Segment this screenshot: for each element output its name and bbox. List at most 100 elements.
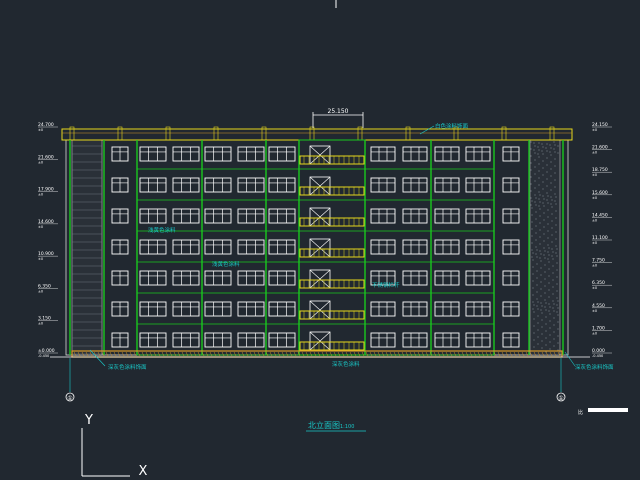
right-bay-texture-dot: [535, 211, 537, 213]
right-elevation-sub: -0.450: [592, 354, 603, 358]
window-left-block: [268, 332, 296, 348]
right-bay-texture-dot: [538, 198, 540, 200]
plinth-hatch: [245, 351, 249, 357]
right-bay-texture-dot: [539, 236, 541, 238]
right-bay-texture-dot: [533, 339, 535, 341]
right-bay-texture-dot: [556, 255, 558, 257]
plinth-hatch: [377, 351, 381, 357]
right-bay-texture-dot: [532, 301, 534, 303]
window-right-block: [465, 239, 491, 255]
right-bay-texture-dot: [548, 268, 550, 270]
right-bay-texture-dot: [552, 300, 554, 302]
plinth-hatch: [89, 351, 93, 357]
plinth-hatch: [161, 351, 165, 357]
window-left-block: [204, 177, 232, 193]
axis-bubble-left[interactable]: [65, 392, 75, 402]
plinth-hatch: [437, 351, 441, 357]
plinth-hatch: [277, 351, 281, 357]
plinth-hatch: [77, 351, 81, 357]
stair-balcony-rail: [299, 279, 365, 289]
right-bay-texture-dot: [538, 170, 540, 172]
axis-bubble-right[interactable]: [556, 392, 566, 402]
window-right-block: [465, 301, 491, 317]
right-bay-texture-dot: [548, 254, 550, 256]
right-bay-texture-dot: [537, 146, 539, 148]
right-bay-texture-dot: [550, 147, 552, 149]
right-bay-texture-dot: [536, 256, 538, 258]
plinth-hatch: [477, 351, 481, 357]
window-right-block: [402, 239, 428, 255]
wall-note-1: 浅黄色涂料: [148, 226, 176, 234]
right-bay-texture-dot: [549, 348, 551, 350]
window-right-block: [402, 208, 428, 224]
roof-post: [405, 126, 411, 141]
wall-note-2: 浅黄色涂料: [212, 260, 240, 268]
window-left-block: [172, 146, 200, 162]
plinth-hatch: [393, 351, 397, 357]
right-bay-texture-dot: [534, 152, 536, 154]
plinth-hatch: [481, 351, 485, 357]
window-right-block: [370, 239, 396, 255]
plinth-hatch: [301, 351, 305, 357]
plinth-hatch: [217, 351, 221, 357]
plinth-hatch: [441, 351, 445, 357]
right-elevation-sub: ±0: [592, 218, 597, 222]
plinth-hatch: [389, 351, 393, 357]
left-elevation-sub: ±0: [38, 289, 43, 293]
north-elevation-building[interactable]: [50, 126, 590, 358]
right-bay-texture-dot: [556, 311, 558, 313]
axis-label-left: ①: [67, 395, 72, 402]
window-left-block: [172, 208, 200, 224]
right-bay-texture-dot: [551, 213, 553, 215]
left-elevation-value: 17.900: [38, 187, 54, 193]
right-bay-texture-dot: [533, 311, 535, 313]
right-bay-texture-dot: [553, 148, 555, 150]
right-bay-texture-dot: [550, 196, 552, 198]
right-bay-texture-dot: [549, 151, 551, 153]
right-bay-texture-dot: [551, 206, 553, 208]
plinth-hatch: [85, 351, 89, 357]
plinth-hatch: [369, 351, 373, 357]
roof-note: 白色涂料饰面: [435, 122, 469, 130]
right-bay-texture-dot: [544, 285, 546, 287]
plinth-hatch: [269, 351, 273, 357]
right-bay-texture-dot: [537, 322, 539, 324]
right-bay-texture-dot: [531, 200, 533, 202]
right-bay-texture-dot: [538, 149, 540, 151]
right-elevation-value: 14.450: [592, 212, 608, 218]
stair-window-diagonal: [309, 300, 331, 320]
plinth-hatch: [461, 351, 465, 357]
window-left-block: [237, 208, 265, 224]
plinth-hatch: [333, 351, 337, 357]
right-bay-texture-dot: [536, 291, 538, 293]
right-bay-texture-dot: [531, 214, 533, 216]
window-right-block: [402, 177, 428, 193]
right-bay-texture-dot: [536, 270, 538, 272]
plinth-hatch: [93, 351, 97, 357]
right-bay-texture-dot: [537, 315, 539, 317]
right-bay-texture-dot: [543, 247, 545, 249]
right-bay-texture-dot: [536, 263, 538, 265]
right-bay-texture-dot: [539, 229, 541, 231]
plinth-hatch: [529, 351, 533, 357]
right-bay-texture-dot: [553, 303, 555, 305]
right-bay-texture-dot: [533, 332, 535, 334]
right-bay-texture-dot: [539, 257, 541, 259]
right-bay-texture-dot: [530, 204, 532, 206]
roof-post: [453, 126, 459, 141]
right-bay-texture-dot: [548, 247, 550, 249]
right-bay-texture-dot: [548, 289, 550, 291]
right-bay-texture-dot: [536, 249, 538, 251]
left-elevation-value: 24.700: [38, 122, 54, 128]
window-left-block: [237, 301, 265, 317]
right-bay-texture-dot: [556, 304, 558, 306]
right-bay-texture-dot: [540, 274, 542, 276]
window-left-block: [268, 208, 296, 224]
window-right-block: [434, 208, 460, 224]
right-bay-texture-dot: [553, 331, 555, 333]
right-bay-texture-dot: [537, 336, 539, 338]
right-bay-texture-dot: [532, 287, 534, 289]
right-bay-texture-dot: [551, 199, 553, 201]
window-left-block: [268, 239, 296, 255]
